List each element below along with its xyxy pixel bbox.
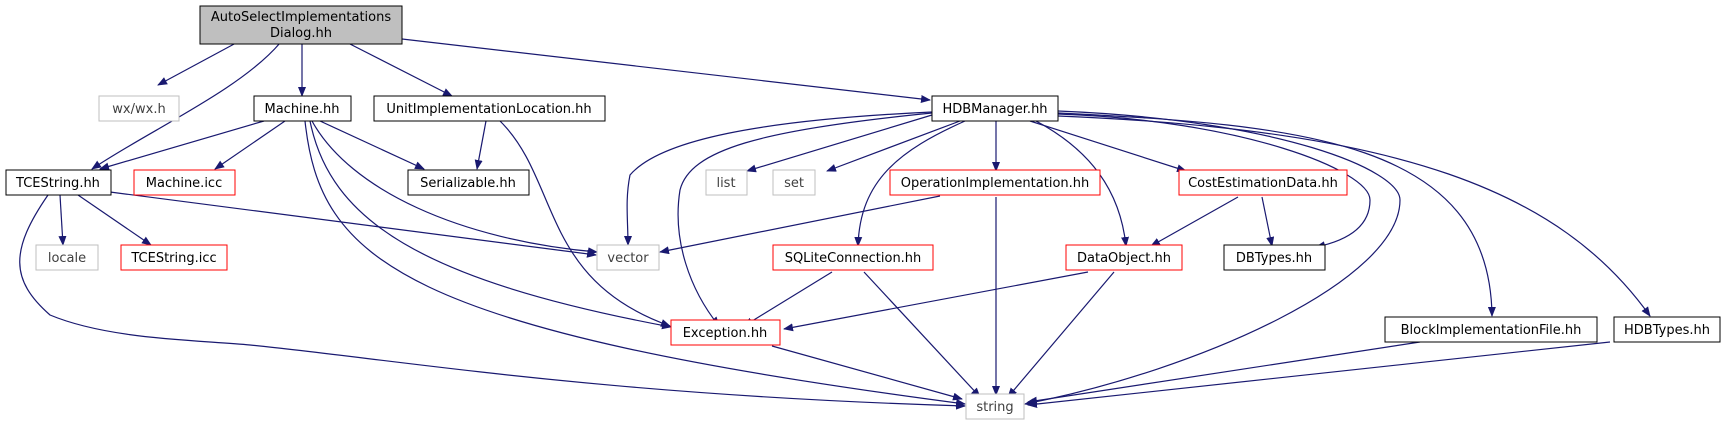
edge-tcestring-string	[19, 194, 966, 410]
edge-hdb-costest	[1029, 120, 1187, 173]
edge-hdb-dbtypes	[1057, 113, 1371, 250]
node-wxwx-label: wx/wx.h	[112, 102, 165, 117]
node-costest[interactable]: CostEstimationData.hh	[1178, 169, 1348, 196]
node-machineicc-label: Machine.icc	[146, 176, 222, 191]
node-blockimpl[interactable]: BlockImplementationFile.hh	[1384, 316, 1598, 343]
edge-sqlite-exception	[743, 271, 833, 327]
node-tcestringicc-label: TCEString.icc	[130, 251, 216, 266]
edge-costest-dbtypes	[1261, 196, 1275, 247]
edge-tcestring-vector	[109, 191, 597, 258]
node-vector-label: vector	[607, 251, 649, 266]
edge-root-unitimpl	[347, 42, 453, 97]
edge-root-tcestring	[91, 42, 281, 170]
node-hdbmanager[interactable]: HDBManager.hh	[931, 95, 1059, 122]
node-locale[interactable]: locale	[35, 244, 99, 271]
node-wxwx[interactable]: wx/wx.h	[98, 95, 180, 122]
edge-exception-string	[771, 345, 963, 401]
node-exception[interactable]: Exception.hh	[670, 319, 781, 346]
node-set-label: set	[784, 176, 804, 191]
node-unitimpl[interactable]: UnitImplementationLocation.hh	[373, 95, 606, 122]
node-string-label: string	[976, 400, 1013, 415]
edge-hdb-vector	[623, 111, 933, 246]
node-root[interactable]: AutoSelectImplementations Dialog.hh	[199, 5, 403, 45]
node-machine-label: Machine.hh	[264, 102, 339, 117]
node-root-line-2: Dialog.hh	[270, 26, 332, 41]
node-locale-label: locale	[48, 251, 86, 266]
edge-machine-exception	[309, 120, 672, 330]
node-opimpl[interactable]: OperationImplementation.hh	[889, 169, 1101, 196]
edge-hdb-exception	[677, 112, 933, 327]
node-serializable-label: Serializable.hh	[420, 176, 516, 191]
node-list[interactable]: list	[705, 169, 748, 196]
node-machine[interactable]: Machine.hh	[253, 95, 352, 122]
graph-edges	[19, 38, 1651, 410]
edge-machine-tcestring	[99, 120, 265, 171]
edge-hdbtypes-string	[1027, 341, 1611, 409]
node-dataobject-label: DataObject.hh	[1077, 251, 1171, 266]
node-costest-label: CostEstimationData.hh	[1188, 176, 1338, 191]
edge-root-wxwx	[157, 42, 237, 86]
edge-machine-machineicc	[214, 120, 286, 170]
edge-tcestring-locale	[58, 194, 67, 246]
edge-machine-string	[304, 120, 966, 407]
node-dbtypes[interactable]: DBTypes.hh	[1223, 244, 1326, 271]
edge-hdb-sqlite	[854, 120, 966, 247]
node-set[interactable]: set	[772, 169, 816, 196]
node-tcestring-label: TCEString.hh	[15, 176, 100, 191]
graph-nodes: AutoSelectImplementations Dialog.hh wx/w…	[5, 5, 1721, 420]
node-vector[interactable]: vector	[596, 244, 660, 271]
edge-root-hdbmanager	[401, 38, 931, 103]
edge-hdb-list	[746, 114, 933, 173]
node-machineicc[interactable]: Machine.icc	[133, 169, 236, 196]
node-opimpl-label: OperationImplementation.hh	[901, 176, 1090, 191]
node-list-label: list	[716, 176, 735, 191]
edge-hdb-hdbtypes	[1057, 115, 1651, 317]
edge-hdb-string	[1024, 110, 1401, 407]
node-blockimpl-label: BlockImplementationFile.hh	[1401, 323, 1582, 338]
edge-blockimpl-string	[1027, 341, 1421, 405]
node-unitimpl-label: UnitImplementationLocation.hh	[386, 102, 591, 117]
node-sqlite[interactable]: SQLiteConnection.hh	[772, 244, 934, 271]
edge-dataobject-string	[1007, 271, 1115, 398]
edge-unitimpl-serializable	[474, 120, 487, 170]
node-tcestringicc[interactable]: TCEString.icc	[120, 244, 228, 271]
edge-machine-vector	[311, 120, 598, 256]
node-root-line-1: AutoSelectImplementations	[211, 10, 392, 25]
edge-tcestring-tcestringicc	[77, 194, 152, 246]
node-string[interactable]: string	[965, 393, 1025, 420]
edge-unitimpl-exception	[499, 120, 671, 327]
node-dbtypes-label: DBTypes.hh	[1236, 251, 1312, 266]
node-hdbmanager-label: HDBManager.hh	[942, 102, 1047, 117]
node-hdbtypes-label: HDBTypes.hh	[1624, 323, 1710, 338]
edge-sqlite-string	[863, 271, 981, 398]
node-hdbtypes[interactable]: HDBTypes.hh	[1613, 316, 1721, 343]
node-sqlite-label: SQLiteConnection.hh	[785, 251, 922, 266]
edge-dataobject-exception	[783, 271, 1089, 332]
node-dataobject[interactable]: DataObject.hh	[1065, 244, 1183, 271]
edge-opimpl-vector	[659, 195, 941, 255]
node-serializable[interactable]: Serializable.hh	[407, 169, 530, 196]
edge-hdb-set	[826, 120, 961, 172]
node-tcestring[interactable]: TCEString.hh	[5, 169, 112, 196]
node-exception-label: Exception.hh	[683, 326, 768, 341]
edge-machine-serializable	[319, 120, 425, 170]
edge-costest-dataobject	[1150, 196, 1239, 247]
edge-hdb-blockimpl	[1057, 112, 1496, 317]
